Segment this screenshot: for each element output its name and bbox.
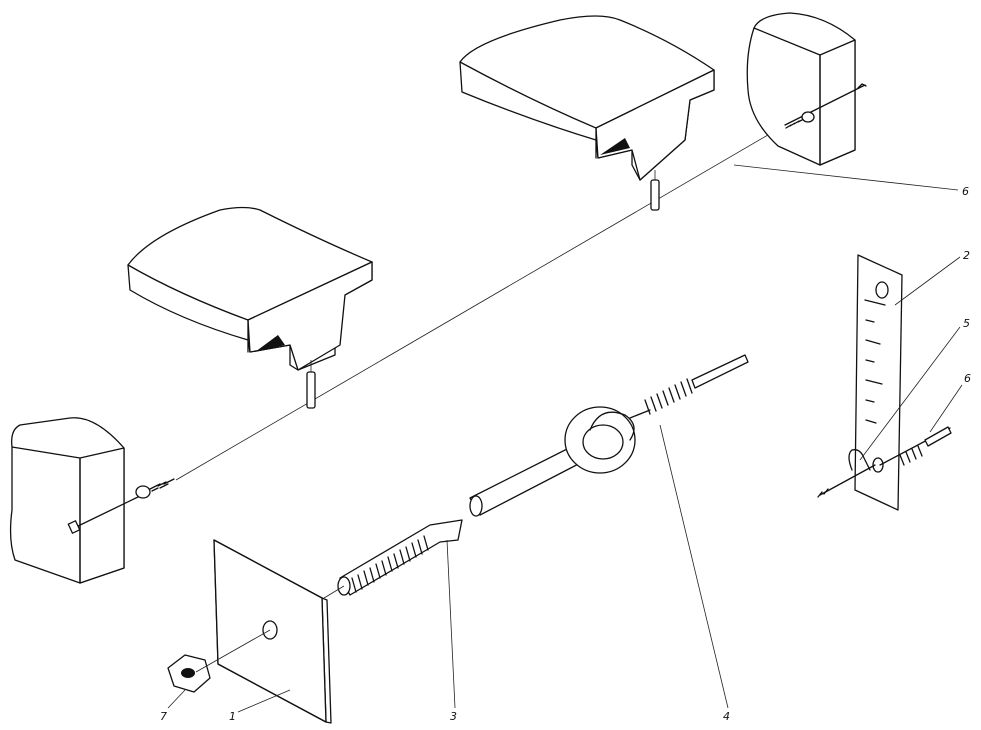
left-anchor [67,478,175,534]
left-wall-block [9,417,125,584]
callout-5: 5 [963,317,970,330]
threaded-anchor [323,519,463,599]
leader-3 [446,539,456,709]
right-slab-clip [650,170,660,211]
turnbuckle [469,354,749,517]
leader-4 [659,424,729,709]
leader-1 [237,689,291,713]
leader-6-right [929,384,963,433]
nut [167,629,271,693]
callout-3: 3 [450,710,457,723]
callout-6-right: 6 [964,372,971,385]
leader-7 [167,689,186,709]
bracket-wire-detail [879,426,952,466]
leader-2 [894,256,961,306]
right-anchor [784,83,867,129]
leader-5 [859,326,961,461]
right-wall-block [746,12,856,166]
plate [213,539,332,724]
bracket [854,254,903,511]
left-slab [127,206,373,371]
tension-wire [175,124,786,481]
left-slab-clip [306,360,316,409]
callout-2: 2 [963,249,970,262]
right-slab [459,15,715,181]
leader-6-top [733,164,959,191]
bracket-hook [817,449,876,498]
callout-6-top: 6 [962,185,969,198]
callout-4: 4 [723,710,730,723]
leader-lines [167,164,963,713]
callout-1: 1 [229,710,236,723]
callout-7: 7 [160,710,167,723]
